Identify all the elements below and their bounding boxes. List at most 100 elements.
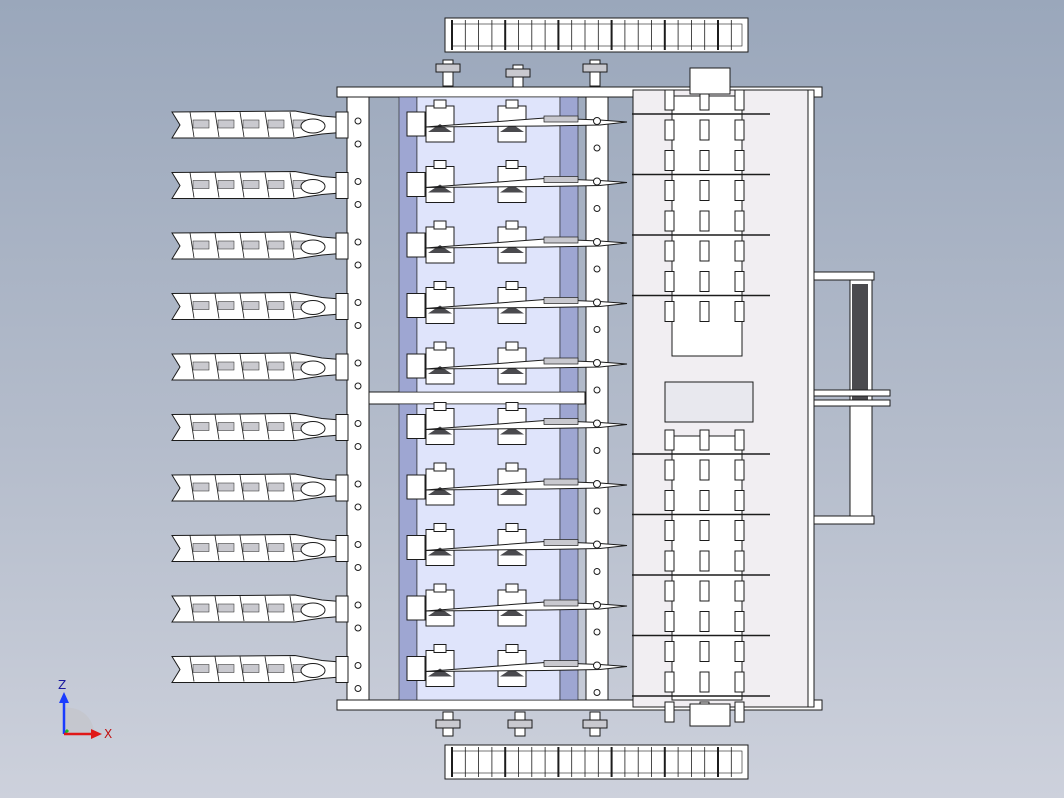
- coulter-pivot: [593, 480, 601, 488]
- top-shaft: [442, 59, 454, 87]
- roller-lower-bar: [699, 550, 710, 572]
- front-tine: [171, 170, 349, 199]
- tine-eye: [300, 300, 326, 315]
- tine-tooth: [192, 543, 210, 552]
- tine-segment: [239, 535, 245, 561]
- tine-tooth: [192, 240, 210, 250]
- seed-funnel: [500, 668, 524, 677]
- tine-tooth: [242, 119, 260, 129]
- roller-lower-bar: [664, 550, 675, 572]
- roller-bottom-bearing: [689, 703, 731, 727]
- roller-lower-bar: [664, 520, 675, 541]
- row-bracket: [406, 535, 426, 560]
- tine-segment: [214, 172, 220, 198]
- metering-cap: [505, 99, 519, 109]
- frame-bolt: [354, 201, 362, 208]
- seed-funnel: [500, 426, 524, 435]
- z-axis-label: Z: [58, 678, 66, 692]
- x-axis-arrow: [91, 729, 102, 739]
- roller-lower-bar: [664, 429, 675, 451]
- tine-segment: [264, 111, 270, 138]
- roller-top-bearing: [689, 67, 731, 95]
- seed-funnel: [500, 245, 524, 253]
- roller-upper-bar: [664, 180, 675, 201]
- metering-cap: [505, 281, 519, 290]
- roller-lower-bar: [734, 550, 745, 572]
- roller-upper-bar: [734, 301, 745, 322]
- coulter-pivot: [593, 359, 601, 367]
- roller-upper-bar: [734, 210, 745, 232]
- tine-segment: [189, 656, 195, 682]
- tine-segment: [264, 353, 270, 380]
- seeding-row: [354, 341, 628, 394]
- frame-bolt: [354, 443, 362, 450]
- tine-segment: [214, 414, 220, 440]
- roller-lower-bar: [699, 580, 710, 602]
- tine-tooth: [267, 543, 285, 552]
- frame-bolt: [354, 299, 362, 306]
- tine-segment: [239, 111, 245, 138]
- seed-funnel: [500, 184, 524, 193]
- roller-lower-bar: [664, 641, 675, 662]
- tine-tooth: [217, 482, 235, 492]
- roller-lower-bar: [734, 701, 745, 723]
- tine-segment: [189, 232, 195, 259]
- tine-segment: [189, 293, 195, 319]
- roller-upper-bar: [699, 240, 710, 262]
- tine-segment: [239, 232, 245, 259]
- roller-upper-bar: [699, 119, 710, 141]
- frame-bolt: [354, 382, 362, 390]
- frame-bolt: [354, 564, 362, 571]
- seeding-row: [354, 220, 628, 273]
- row-bracket: [406, 293, 426, 318]
- roller-lower-bar: [734, 580, 745, 602]
- coulter-pivot: [593, 117, 601, 125]
- tine-mount: [335, 656, 349, 683]
- tine-segment: [189, 414, 195, 440]
- front-tine: [171, 473, 349, 502]
- roller-upper-bar: [734, 180, 745, 201]
- tine-tooth: [242, 240, 260, 250]
- roller-upper-bar: [664, 119, 675, 141]
- front-tine: [171, 231, 349, 260]
- bottom-gear-wheel: [444, 744, 749, 780]
- axis-triad[interactable]: Z X: [50, 676, 120, 746]
- tine-segment: [189, 111, 195, 138]
- tine-tooth: [242, 543, 260, 552]
- frame-bolt: [354, 503, 362, 511]
- row-bracket: [406, 474, 426, 500]
- coulter-pivot: [593, 540, 601, 549]
- tine-segment: [239, 172, 245, 198]
- seed-funnel: [428, 487, 452, 495]
- tine-segment: [214, 656, 220, 682]
- coulter-pivot: [593, 238, 601, 246]
- roller-lower-bar: [664, 459, 675, 481]
- front-tines: [171, 110, 349, 683]
- tine-segment: [239, 353, 245, 380]
- bottom-gear-wheel-rim: [451, 750, 743, 774]
- gear-wheels: [435, 17, 749, 780]
- triad-plane-arc: [64, 707, 95, 734]
- roller-lower-bar: [664, 701, 675, 723]
- tine-segment: [289, 111, 295, 138]
- frame-bolt: [354, 601, 362, 609]
- frame-left-post: [346, 96, 370, 701]
- tine-tooth: [242, 301, 260, 310]
- seed-funnel: [428, 608, 452, 616]
- roller-upper-bar: [664, 240, 675, 262]
- seed-funnel: [500, 124, 524, 132]
- tine-segment: [214, 293, 220, 319]
- frame-bolt: [354, 480, 362, 488]
- roller-upper-bar: [664, 210, 675, 232]
- tine-mount: [335, 414, 349, 441]
- tine-tooth: [267, 240, 285, 250]
- metering-cap: [433, 644, 447, 653]
- bottom-gear-wheel-body: [444, 744, 749, 780]
- frame-bolt: [354, 541, 362, 548]
- tine-tooth: [217, 240, 235, 250]
- front-tine: [171, 110, 349, 139]
- roller-upper-bar: [699, 271, 710, 292]
- roller-upper-bar: [734, 89, 745, 111]
- row-bracket: [406, 595, 426, 621]
